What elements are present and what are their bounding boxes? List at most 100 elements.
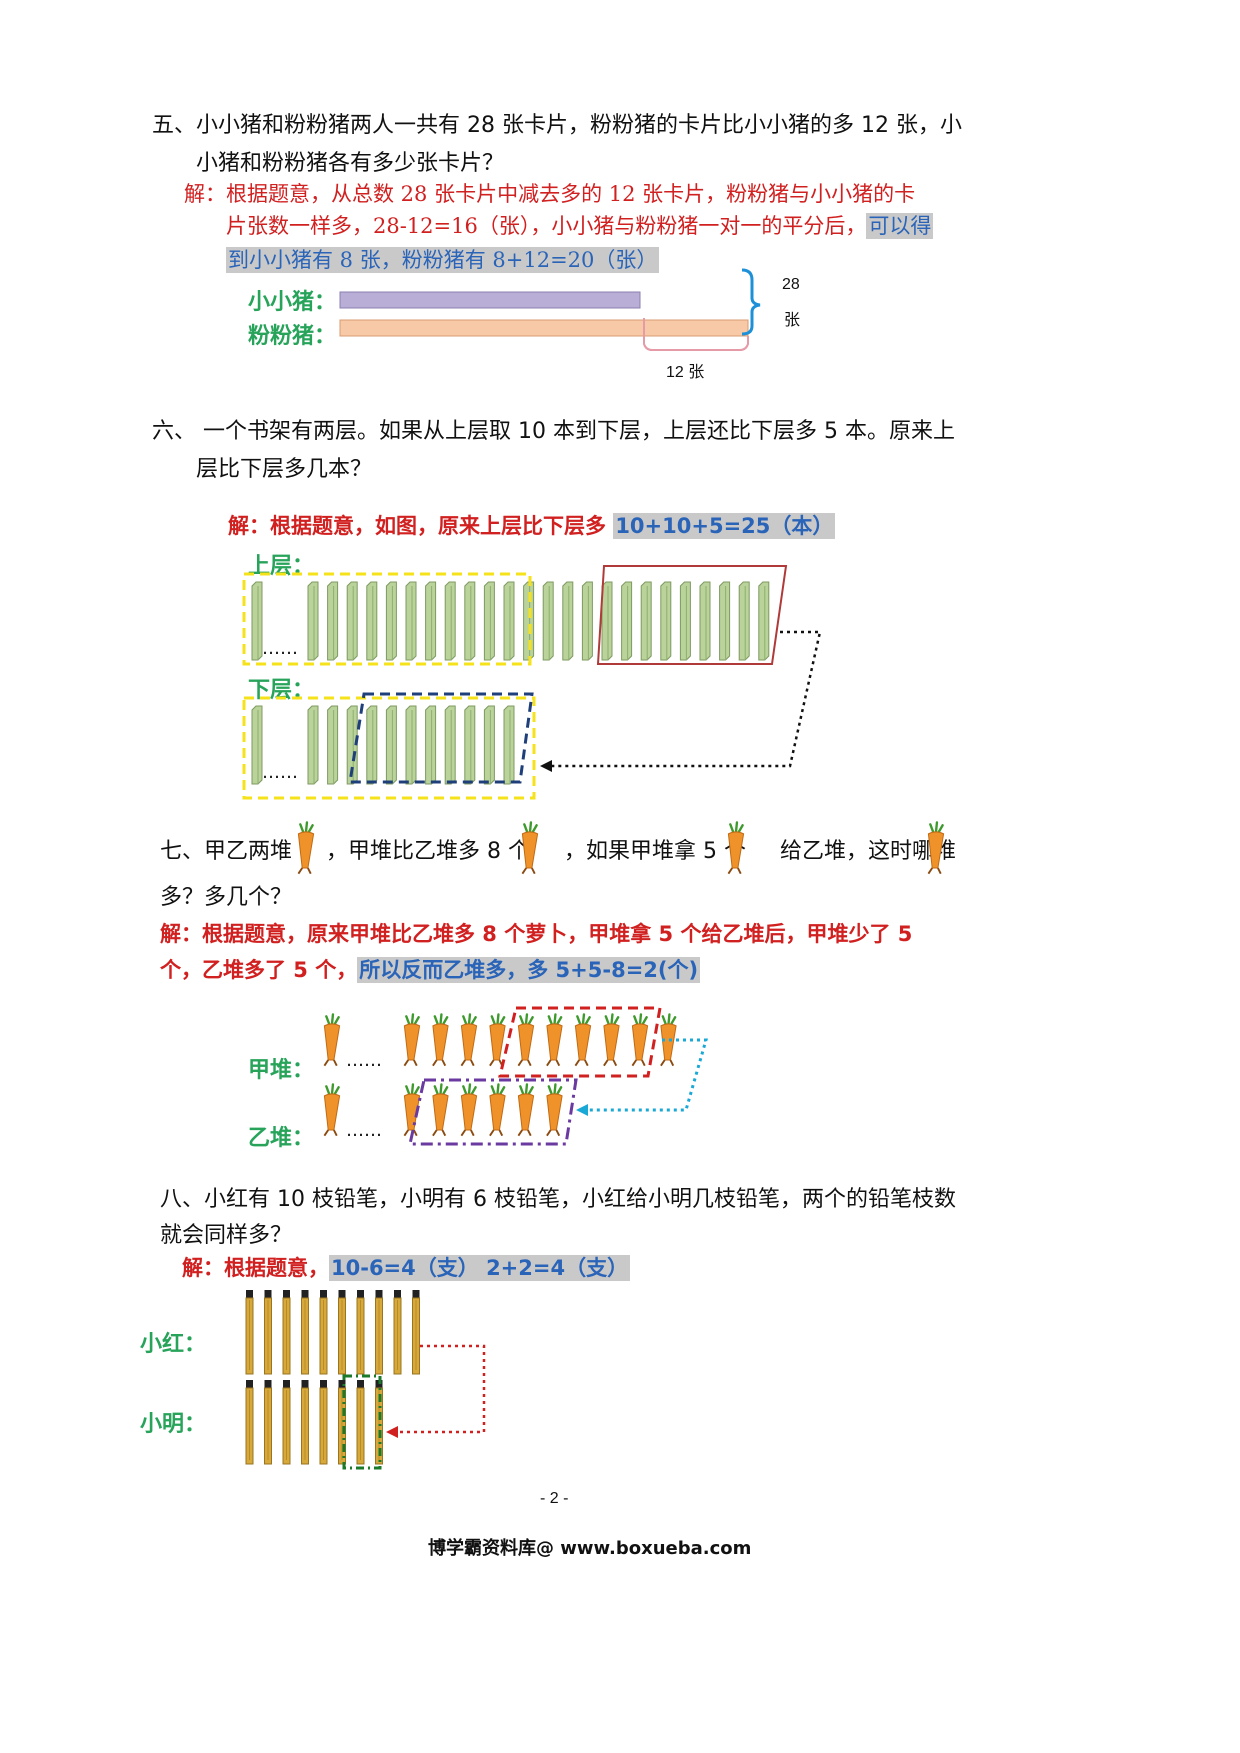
- q8-pencils-xiaoming: [245, 1380, 383, 1465]
- pencil-icon: [412, 1290, 420, 1375]
- book-icon: [738, 581, 750, 661]
- carrot-icon: [603, 1013, 620, 1067]
- q5-bar-fenfenzhu: [339, 319, 749, 337]
- q6-navy-box: [348, 692, 534, 784]
- q7-solution-line1: 解：根据题意，原来甲堆比乙堆多 8 个萝卜，甲堆拿 5 个给乙堆后，甲堆少了 5: [160, 922, 913, 946]
- carrot-icon: [660, 1013, 677, 1067]
- book-icon: [562, 581, 574, 661]
- pencil-icon: [301, 1290, 309, 1375]
- pencil-icon: [319, 1380, 328, 1465]
- pencil-icon: [282, 1380, 291, 1465]
- book-icon: [464, 581, 476, 661]
- carrot-icon: [631, 1013, 649, 1067]
- carrot-icon: [297, 821, 315, 875]
- q6-solution: 解：根据题意，如图，原来上层比下层多 10+10+5=25（本）: [228, 508, 836, 544]
- q7-red-box: [498, 1006, 662, 1078]
- carrot-icon: [323, 1083, 341, 1137]
- q8-transfer-arrow: [396, 1344, 486, 1434]
- q7-dots-jia: ……: [346, 1050, 382, 1071]
- q6-dots-lower: ……: [262, 762, 298, 783]
- book-icon: [327, 705, 339, 785]
- q5-diff-bracket: [643, 318, 749, 351]
- q8-line2: 就会同样多？: [160, 1223, 293, 1248]
- book-icon: [444, 581, 456, 661]
- carrot-icon: [432, 1013, 449, 1067]
- q8-answer-highlight: 10-6=4（支） 2+2=4（支）: [329, 1255, 631, 1281]
- book-icon: [366, 705, 378, 785]
- q8-pencils-xiaohong: [245, 1290, 420, 1375]
- q5-total-unit: 张: [784, 312, 801, 329]
- q7-label-jia: 甲堆：: [248, 1058, 315, 1083]
- carrot-icon: [460, 1083, 478, 1137]
- q6-arrowhead: [540, 760, 552, 772]
- pencil-icon: [245, 1290, 254, 1375]
- carrot-icon: [432, 1083, 449, 1137]
- q7-solution-text: 个，乙堆多了 5 个，: [160, 958, 358, 982]
- q8-solution-text: 解：根据题意，: [182, 1256, 329, 1280]
- q5-label-fenfenzhu: 粉粉猪：: [248, 324, 337, 349]
- q7-line1: 七、甲乙两堆，甲堆比乙堆多 8 个，如果甲堆拿 5 个给乙堆，这时哪堆: [160, 834, 956, 870]
- book-icon: [327, 581, 339, 661]
- q7-answer-highlight: 所以反而乙堆多，多 5+5-8=2(个): [357, 957, 701, 983]
- q6-line1: 六、 一个书架有两层。如果从上层取 10 本到下层，上层还比下层多 5 本。原来…: [152, 419, 955, 444]
- book-icon: [307, 705, 319, 785]
- q7-text-1: 七、甲乙两堆: [160, 839, 293, 864]
- q7-text-4: 给乙堆，这时哪堆: [779, 839, 956, 864]
- book-icon: [621, 581, 633, 661]
- book-icon: [346, 581, 358, 661]
- q7-carrots-jia: [323, 1013, 677, 1067]
- q7-dots-yi: ……: [346, 1120, 382, 1141]
- pencil-icon: [375, 1290, 383, 1375]
- q6-yellow-box-lower: [242, 696, 536, 800]
- q6-dots-upper: ……: [262, 638, 298, 659]
- pencil-icon: [282, 1290, 291, 1375]
- carrot-icon: [546, 1013, 563, 1067]
- q6-books-upper: [251, 581, 770, 661]
- book-icon: [444, 705, 456, 785]
- q8-green-box: [342, 1374, 382, 1470]
- book-icon: [346, 705, 358, 785]
- carrot-icon: [460, 1013, 478, 1067]
- q7-carrots-yi: [323, 1083, 563, 1137]
- book-icon: [483, 705, 495, 785]
- page-number: - 2 -: [540, 1490, 569, 1507]
- book-icon: [581, 581, 593, 661]
- q6-solution-text: 解：根据题意，如图，原来上层比下层多: [228, 514, 614, 538]
- q6-line2: 层比下层多几本？: [196, 457, 373, 482]
- carrot-icon: [323, 1013, 341, 1067]
- pencil-icon: [301, 1380, 309, 1465]
- q5-label-xiaoxiaozhu: 小小猪：: [248, 290, 337, 315]
- carrot-icon: [489, 1013, 506, 1067]
- q7-purple-box: [408, 1078, 578, 1146]
- q8-solution: 解：根据题意，10-6=4（支） 2+2=4（支）: [182, 1250, 631, 1286]
- pencil-icon: [319, 1290, 328, 1375]
- book-icon: [758, 581, 770, 661]
- q6-red-box: [596, 565, 788, 665]
- book-icon: [679, 581, 691, 661]
- book-icon: [425, 705, 437, 785]
- book-icon: [503, 581, 515, 661]
- q7-inline-carrots: [297, 821, 945, 875]
- q7-transfer-arrow: [586, 1038, 708, 1112]
- q7-text-3: ，如果甲堆拿 5 个: [564, 839, 746, 864]
- pencil-icon: [338, 1290, 346, 1375]
- book-icon: [699, 581, 711, 661]
- carrot-icon: [517, 1083, 535, 1137]
- q8-line1: 八、小红有 10 枝铅笔，小明有 6 枝铅笔，小红给小明几枝铅笔，两个的铅笔枝数: [160, 1187, 956, 1212]
- q5-line2: 小猪和粉粉猪各有多少张卡片？: [196, 151, 505, 176]
- book-icon: [483, 581, 495, 661]
- q5-bar-xiaoxiaozhu: [339, 291, 641, 309]
- book-icon: [719, 581, 731, 661]
- q5-solution-line3: 到小小猪有 8 张，粉粉猪有 8+12=20（张）: [226, 242, 660, 278]
- q5-answer-highlight: 到小小猪有 8 张，粉粉猪有 8+12=20（张）: [226, 247, 660, 273]
- pencil-icon: [356, 1380, 365, 1465]
- book-icon: [385, 705, 397, 785]
- q5-total-number: 28: [782, 276, 800, 293]
- book-icon: [405, 581, 417, 661]
- carrot-icon: [489, 1083, 506, 1137]
- q5-solution-line1: 解：根据题意，从总数 28 张卡片中减去多的 12 张卡片，粉粉猪与小小猪的卡: [184, 182, 916, 206]
- pencil-icon: [245, 1380, 254, 1465]
- book-icon: [366, 581, 378, 661]
